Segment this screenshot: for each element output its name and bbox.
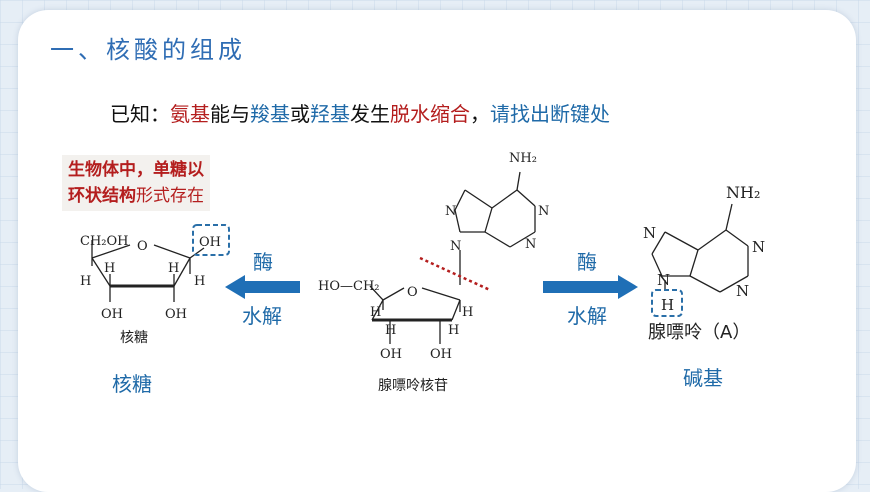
adenine-caption: 腺嘌呤（A）	[648, 322, 750, 343]
ring-structure-note: 生物体中，单糖以 环状结构形式存在	[62, 155, 210, 211]
dehydration-condensation: 脱水缩合	[390, 102, 470, 126]
note-line-2: 环状结构形式存在	[68, 183, 204, 209]
adenosine-n-1: N	[445, 204, 456, 219]
known-statement: 已知：氨基能与羧基或羟基发生脱水缩合，请找出断键处	[110, 98, 610, 127]
note-ring-structure: 环状结构	[68, 186, 136, 206]
right-arrow-hydrolysis: 水解	[567, 304, 607, 328]
adenosine-n-4: N	[525, 237, 536, 252]
note-line-2-rest: 形式存在	[136, 186, 204, 206]
known-with: 能与	[210, 102, 250, 126]
left-arrow	[225, 275, 300, 299]
adenosine-nh2: NH₂	[509, 151, 537, 166]
note-line-1: 生物体中，单糖以	[68, 160, 204, 180]
find-break-point: 请找出断键处	[490, 102, 610, 126]
adenosine-n-2: N	[450, 239, 461, 254]
known-prefix: 已知：	[110, 102, 170, 126]
adenosine-caption: 腺嘌呤核苷	[378, 378, 448, 394]
slide-title: 一、核酸的组成	[50, 36, 246, 64]
adenosine-h-2: H	[385, 323, 396, 338]
ribose-structure	[91, 240, 205, 302]
adenine-n-4: N	[736, 282, 749, 300]
adenosine-ring-oxygen: O	[407, 285, 418, 300]
slide-card	[18, 10, 856, 492]
ribose-h-1: H	[80, 274, 91, 289]
adenosine-oh-right: OH	[430, 347, 452, 362]
ribose-ch2oh: CH₂OH	[80, 234, 129, 249]
known-comma: ，	[470, 102, 490, 126]
ribose-label: 核糖	[112, 372, 152, 396]
adenosine-h-1: H	[370, 305, 381, 320]
adenine-n-2: N	[657, 271, 670, 289]
adenine-structure	[651, 203, 749, 293]
known-or: 或	[290, 102, 310, 126]
adenine-nh2: NH₂	[726, 183, 760, 202]
left-arrow-hydrolysis: 水解	[242, 304, 282, 328]
amino-group: 氨基	[170, 102, 210, 126]
adenine-n-1: N	[643, 224, 656, 242]
adenine-n-3: N	[752, 238, 765, 256]
ribose-oh-right: OH	[165, 307, 187, 322]
ribose-h-3: H	[168, 261, 179, 276]
ribose-dashed-box	[192, 224, 230, 256]
carboxyl-group: 羧基	[250, 102, 290, 126]
ribose-h-2: H	[104, 261, 115, 276]
adenine-h: H	[661, 296, 674, 314]
hydroxyl-group: 羟基	[310, 102, 350, 126]
adenosine-ho-ch2: HO—CH₂	[318, 279, 380, 294]
break-point-dotted-line	[419, 256, 491, 292]
ribose-h-4: H	[194, 274, 205, 289]
left-arrow-enzyme: 酶	[253, 250, 273, 274]
adenosine-n-3: N	[538, 204, 549, 219]
adenosine-h-3: H	[448, 323, 459, 338]
adenosine-h-4: H	[462, 305, 473, 320]
ribose-oh-top: OH	[199, 235, 221, 250]
right-arrow	[543, 275, 638, 299]
ribose-ring-oxygen: O	[137, 239, 148, 254]
adenosine-structure	[369, 171, 536, 344]
adenine-dashed-box	[651, 289, 683, 317]
base-label: 碱基	[683, 366, 723, 390]
known-occur: 发生	[350, 102, 390, 126]
adenosine-oh-left: OH	[380, 347, 402, 362]
ribose-oh-left: OH	[101, 307, 123, 322]
ribose-caption: 核糖	[120, 330, 148, 346]
right-arrow-enzyme: 酶	[577, 250, 597, 274]
